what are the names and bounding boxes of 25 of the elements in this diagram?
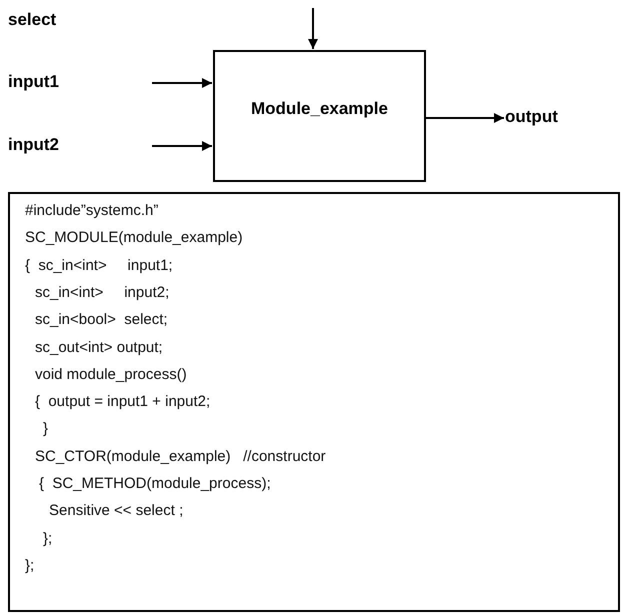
code-line: }; bbox=[43, 530, 52, 548]
code-line: SC_MODULE(module_example) bbox=[25, 229, 243, 248]
code-line: sc_in<bool> select; bbox=[35, 311, 168, 330]
code-line: { sc_in<int> input1; bbox=[25, 256, 173, 275]
arrow bbox=[152, 141, 212, 151]
code-line: }; bbox=[25, 556, 34, 575]
arrow bbox=[308, 8, 318, 49]
code-line: #include”systemc.h” bbox=[25, 202, 158, 220]
code-line: { output = input1 + input2; bbox=[35, 393, 210, 412]
arrow bbox=[152, 78, 212, 88]
code-line: { SC_METHOD(module_process); bbox=[39, 475, 271, 493]
code-line: sc_out<int> output; bbox=[35, 338, 163, 356]
module-box bbox=[213, 50, 426, 182]
port-label: input2 bbox=[8, 135, 59, 155]
code-box bbox=[8, 192, 620, 612]
code-line: } bbox=[43, 420, 48, 438]
code-line: Sensitive << select ; bbox=[49, 502, 184, 520]
code-line: sc_in<int> input2; bbox=[35, 284, 170, 302]
arrow bbox=[426, 113, 504, 123]
port-label: select bbox=[8, 10, 56, 30]
port-label: output bbox=[505, 107, 558, 127]
code-line: void module_process() bbox=[35, 366, 187, 384]
code-line: SC_CTOR(module_example) //constructor bbox=[35, 448, 326, 466]
port-label: input1 bbox=[8, 72, 59, 92]
module-name: Module_example bbox=[250, 99, 389, 119]
